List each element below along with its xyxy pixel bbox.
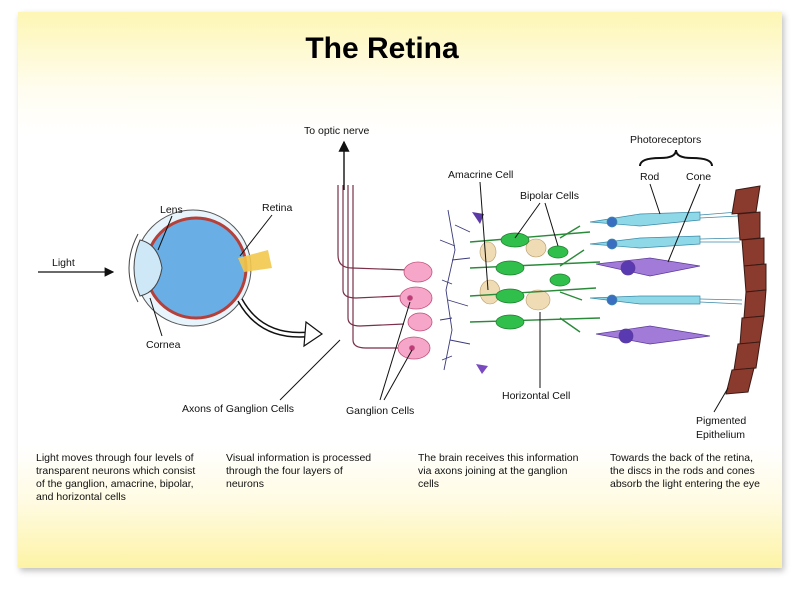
cone-label: Cone [686,171,711,183]
pigmented-label-1: Pigmented [696,415,746,427]
lens-label: Lens [160,204,183,216]
light-label: Light [52,257,75,269]
ganglion-label: Ganglion Cells [346,405,414,417]
ganglion-cells [397,261,433,360]
retina-label: Retina [262,202,293,214]
amacrine-body [472,212,484,224]
photoreceptors-brace [639,149,713,167]
amacrine-label: Amacrine Cell [448,169,513,181]
axons-label: Axons of Ganglion Cells [182,403,294,415]
cornea-pointer [149,297,163,337]
retina-pointer [239,214,273,257]
bipolar-label: Bipolar Cells [520,190,579,202]
cone-cells [595,257,711,345]
photoreceptors-label: Photoreceptors [630,134,701,146]
horizontal-cells [479,238,551,311]
amacrine-cells [439,209,471,371]
rod-discs [699,211,743,305]
amacrine-pointer [479,181,489,291]
page-title: The Retina [305,32,459,65]
optic-nerve-label: To optic nerve [304,125,370,137]
pigmented-epithelium [725,185,767,395]
rod-label: Rod [640,171,659,183]
caption-3: The brain receives this information via … [418,452,579,490]
eye-illustration [128,209,272,327]
cornea-label: Cornea [146,339,181,351]
bipolar-cells [469,225,601,333]
zoom-arrow [237,298,313,338]
caption-2: Visual information is processed through … [226,452,372,490]
rod-cells [589,211,701,306]
pigmented-label-2: Epithelium [696,429,745,441]
ganglion-axons [337,185,409,349]
lens-pointer [157,215,173,251]
caption-1: Light moves through four levels of trans… [36,452,196,503]
caption-4: Towards the back of the retina, the disc… [610,452,761,490]
horizontal-label: Horizontal Cell [502,390,570,402]
